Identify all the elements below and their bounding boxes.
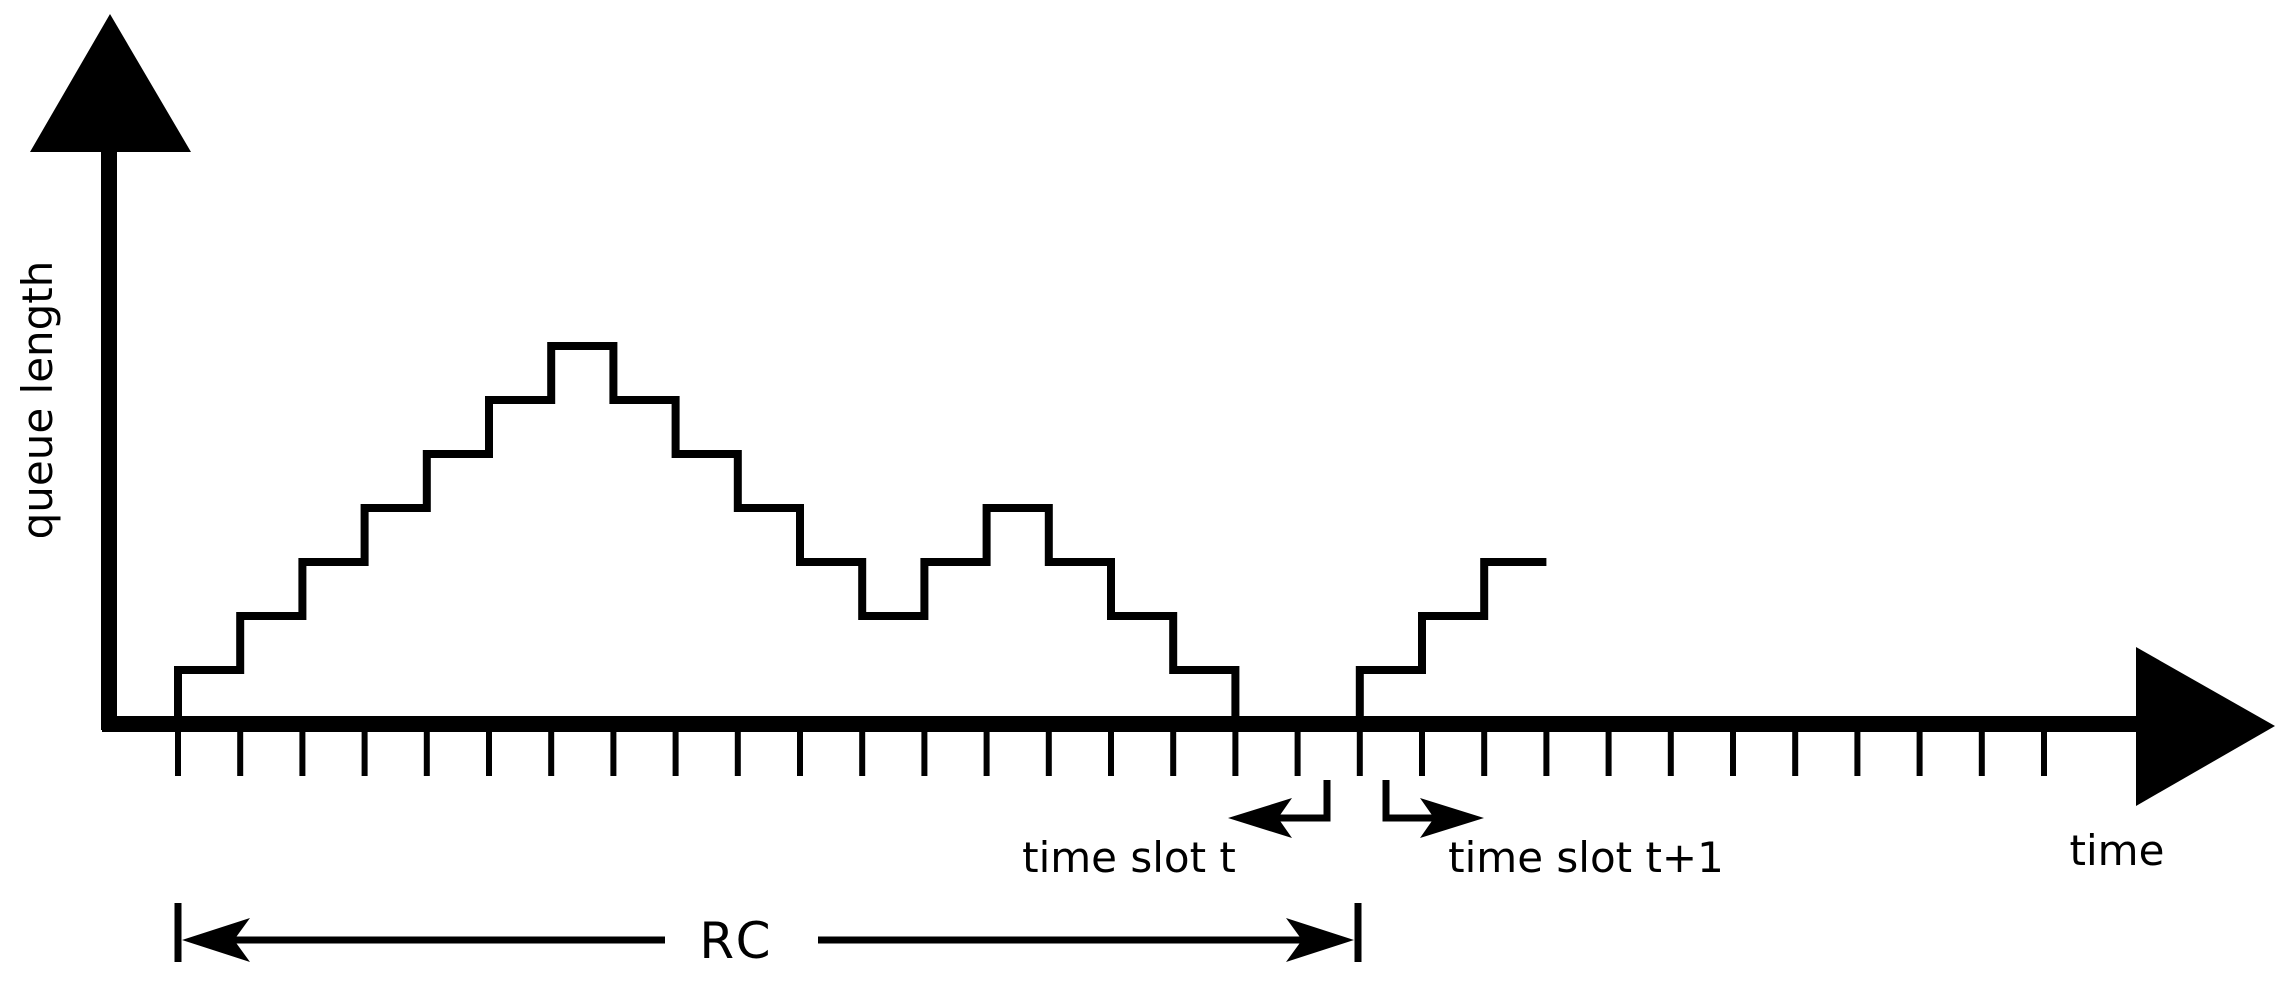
y-axis-label: queue length (13, 261, 62, 540)
slot-t1-arrow (1382, 780, 1484, 838)
rc-label: RC (699, 912, 774, 970)
y-axis-arrowhead (30, 14, 191, 152)
rc-dimension (174, 903, 1362, 962)
time-ticks (175, 730, 2047, 776)
queue-step-line (174, 342, 1547, 728)
x-axis-arrowhead (2136, 647, 2275, 806)
rc-left-arrowhead (182, 918, 250, 962)
rc-right-arrowhead (1286, 918, 1354, 962)
slot-t-label: time slot t (1022, 833, 1236, 882)
x-axis-label: time (2070, 826, 2165, 875)
slot-t-arrow (1228, 780, 1331, 838)
slot-t1-label: time slot t+1 (1448, 833, 1724, 882)
